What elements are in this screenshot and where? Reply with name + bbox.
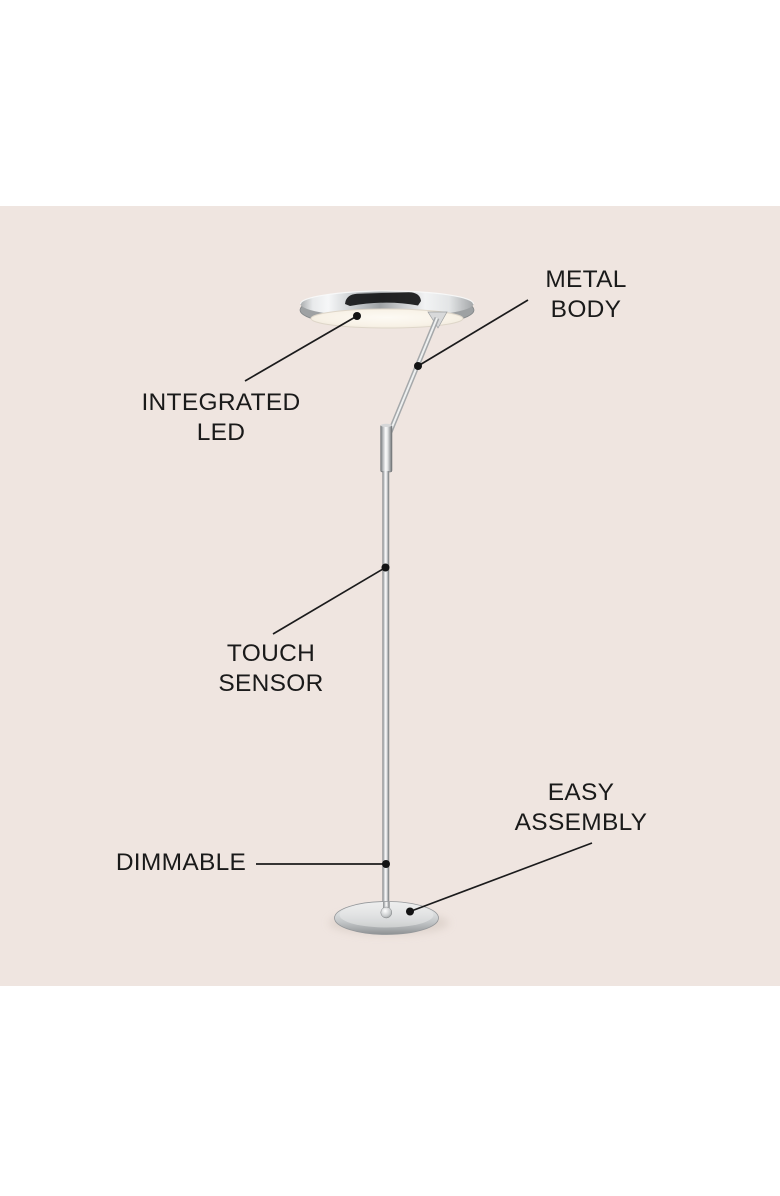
callout-integrated-led-line2: LED [196, 419, 246, 446]
callout-metal-body: METAL BODY [545, 265, 626, 325]
callout-integrated-led-line1: INTEGRATED [141, 389, 301, 416]
callout-touch-sensor: TOUCH SENSOR [218, 639, 323, 699]
base-stem [383, 902, 390, 911]
dot-touch-sensor [381, 563, 390, 572]
lamp-head [299, 290, 475, 329]
leader-easy-assembly [409, 842, 593, 913]
callout-touch-sensor-line2: SENSOR [218, 670, 324, 697]
base-knob [380, 906, 393, 919]
callout-touch-sensor-line1: TOUCH [226, 640, 316, 667]
callout-dimmable: DIMMABLE [116, 848, 246, 878]
callout-easy-assembly-line2: ASSEMBLY [514, 809, 648, 836]
floor-lamp-illustration [244, 290, 593, 935]
lamp-arm [387, 317, 440, 433]
leader-touch-sensor [272, 566, 386, 635]
led-diffuser [310, 308, 464, 329]
callout-dimmable-line1: DIMMABLE [115, 849, 247, 876]
callout-integrated-led: INTEGRATED LED [141, 388, 300, 448]
dot-metal-body [414, 362, 422, 370]
callout-easy-assembly: EASY ASSEMBLY [515, 778, 648, 838]
leader-integrated-led [244, 315, 358, 382]
head-dark-reflection [345, 292, 421, 306]
callout-metal-body-line1: METAL [545, 266, 627, 293]
dot-easy-assembly [406, 907, 414, 916]
head-top-rim-highlight [299, 290, 475, 305]
callout-easy-assembly-line1: EASY [547, 779, 615, 806]
lamp-pole [382, 471, 390, 913]
leader-metal-body [417, 299, 529, 367]
pole-sleeve-cap [380, 423, 392, 427]
diagram-canvas: METAL BODY INTEGRATED LED TOUCH SENSOR D… [0, 206, 780, 986]
dot-integrated-led [353, 312, 361, 320]
pole-sleeve [380, 424, 393, 473]
dot-dimmable [382, 860, 390, 868]
leader-lines [244, 299, 593, 916]
callout-metal-body-line2: BODY [550, 296, 622, 323]
